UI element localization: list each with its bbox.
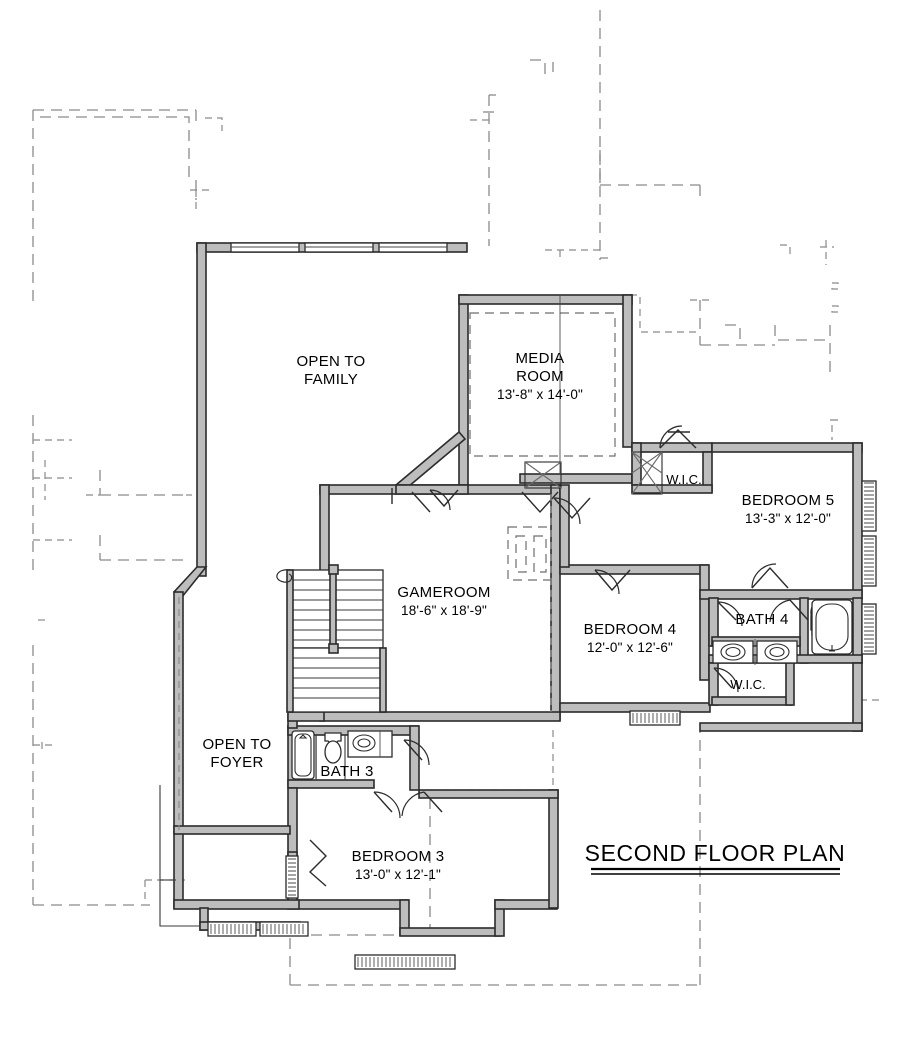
label-media-room: MEDIA ROOM 13'-8" x 14'-0" xyxy=(497,350,583,402)
bath4-vanity-left xyxy=(712,640,754,664)
window-bath4-right xyxy=(861,603,877,655)
label-gameroom: GAMEROOM 18'-6" x 18'-9" xyxy=(397,584,490,618)
gameroom-dimensions: 18'-6" x 18'-9" xyxy=(401,603,487,618)
bedroom4-name: BEDROOM 4 xyxy=(584,621,677,638)
staircase xyxy=(276,564,387,713)
closet-panels xyxy=(524,451,663,495)
plan-title-block: SECOND FLOOR PLAN xyxy=(585,840,846,875)
label-open-to-family: OPEN TO FAMILY xyxy=(296,353,365,388)
label-bedroom-3: BEDROOM 3 13'-0" x 12'-1" xyxy=(352,848,445,882)
open-to-foyer-line1: OPEN TO xyxy=(202,736,271,753)
plumbing-fixtures xyxy=(291,599,853,780)
attic-access-2 xyxy=(631,451,663,495)
page-title: SECOND FLOOR PLAN xyxy=(585,840,846,866)
window-bed5-b xyxy=(861,535,877,587)
window-top-2 xyxy=(304,242,374,253)
bath4-name: BATH 4 xyxy=(735,611,788,628)
label-open-to-foyer: OPEN TO FOYER xyxy=(202,736,271,771)
media-room-line2: ROOM xyxy=(516,368,564,385)
wic-upper-name: W.I.C. xyxy=(666,472,701,487)
label-bedroom-5: BEDROOM 5 13'-3" x 12'-0" xyxy=(742,492,835,526)
bath3-tub xyxy=(291,730,315,780)
window-bed5-a xyxy=(861,480,877,532)
window-bed3-left xyxy=(285,855,299,899)
open-to-foyer-line2: FOYER xyxy=(210,754,263,771)
bath3-name: BATH 3 xyxy=(320,763,373,780)
open-to-family-line1: OPEN TO xyxy=(296,353,365,370)
media-room-dimensions: 13'-8" x 14'-0" xyxy=(497,387,583,402)
open-to-family-line2: FAMILY xyxy=(304,371,358,388)
bedroom4-dimensions: 12'-0" x 12'-6" xyxy=(587,640,673,655)
bedroom5-name: BEDROOM 5 xyxy=(742,492,835,509)
bedroom3-name: BEDROOM 3 xyxy=(352,848,445,865)
bath3-vanity xyxy=(347,730,393,758)
room-labels: OPEN TO FAMILY MEDIA ROOM 13'-8" x 14'-0… xyxy=(202,350,834,882)
bedroom5-dimensions: 13'-3" x 12'-0" xyxy=(745,511,831,526)
structural-walls xyxy=(159,242,863,937)
bath3-toilet xyxy=(324,732,342,764)
gameroom-name: GAMEROOM xyxy=(397,584,490,601)
attic-access-1 xyxy=(524,461,562,489)
window-foyer-2 xyxy=(259,921,309,937)
window-top-1 xyxy=(230,242,300,253)
window-top-3 xyxy=(378,242,448,253)
window-bed3-bottom xyxy=(354,954,456,970)
windows xyxy=(207,242,877,970)
media-room-line1: MEDIA xyxy=(515,350,564,367)
media-room-ceiling-outline xyxy=(469,295,616,474)
wic-lower-name: W.I.C. xyxy=(730,677,765,692)
bedroom3-dimensions: 13'-0" x 12'-1" xyxy=(355,867,441,882)
window-bed4-bottom xyxy=(629,710,681,726)
doors xyxy=(308,425,809,887)
bath4-tub xyxy=(811,599,853,655)
window-foyer-1 xyxy=(207,921,257,937)
label-bedroom-4: BEDROOM 4 12'-0" x 12'-6" xyxy=(584,621,677,655)
bath4-vanity-right xyxy=(756,640,798,664)
